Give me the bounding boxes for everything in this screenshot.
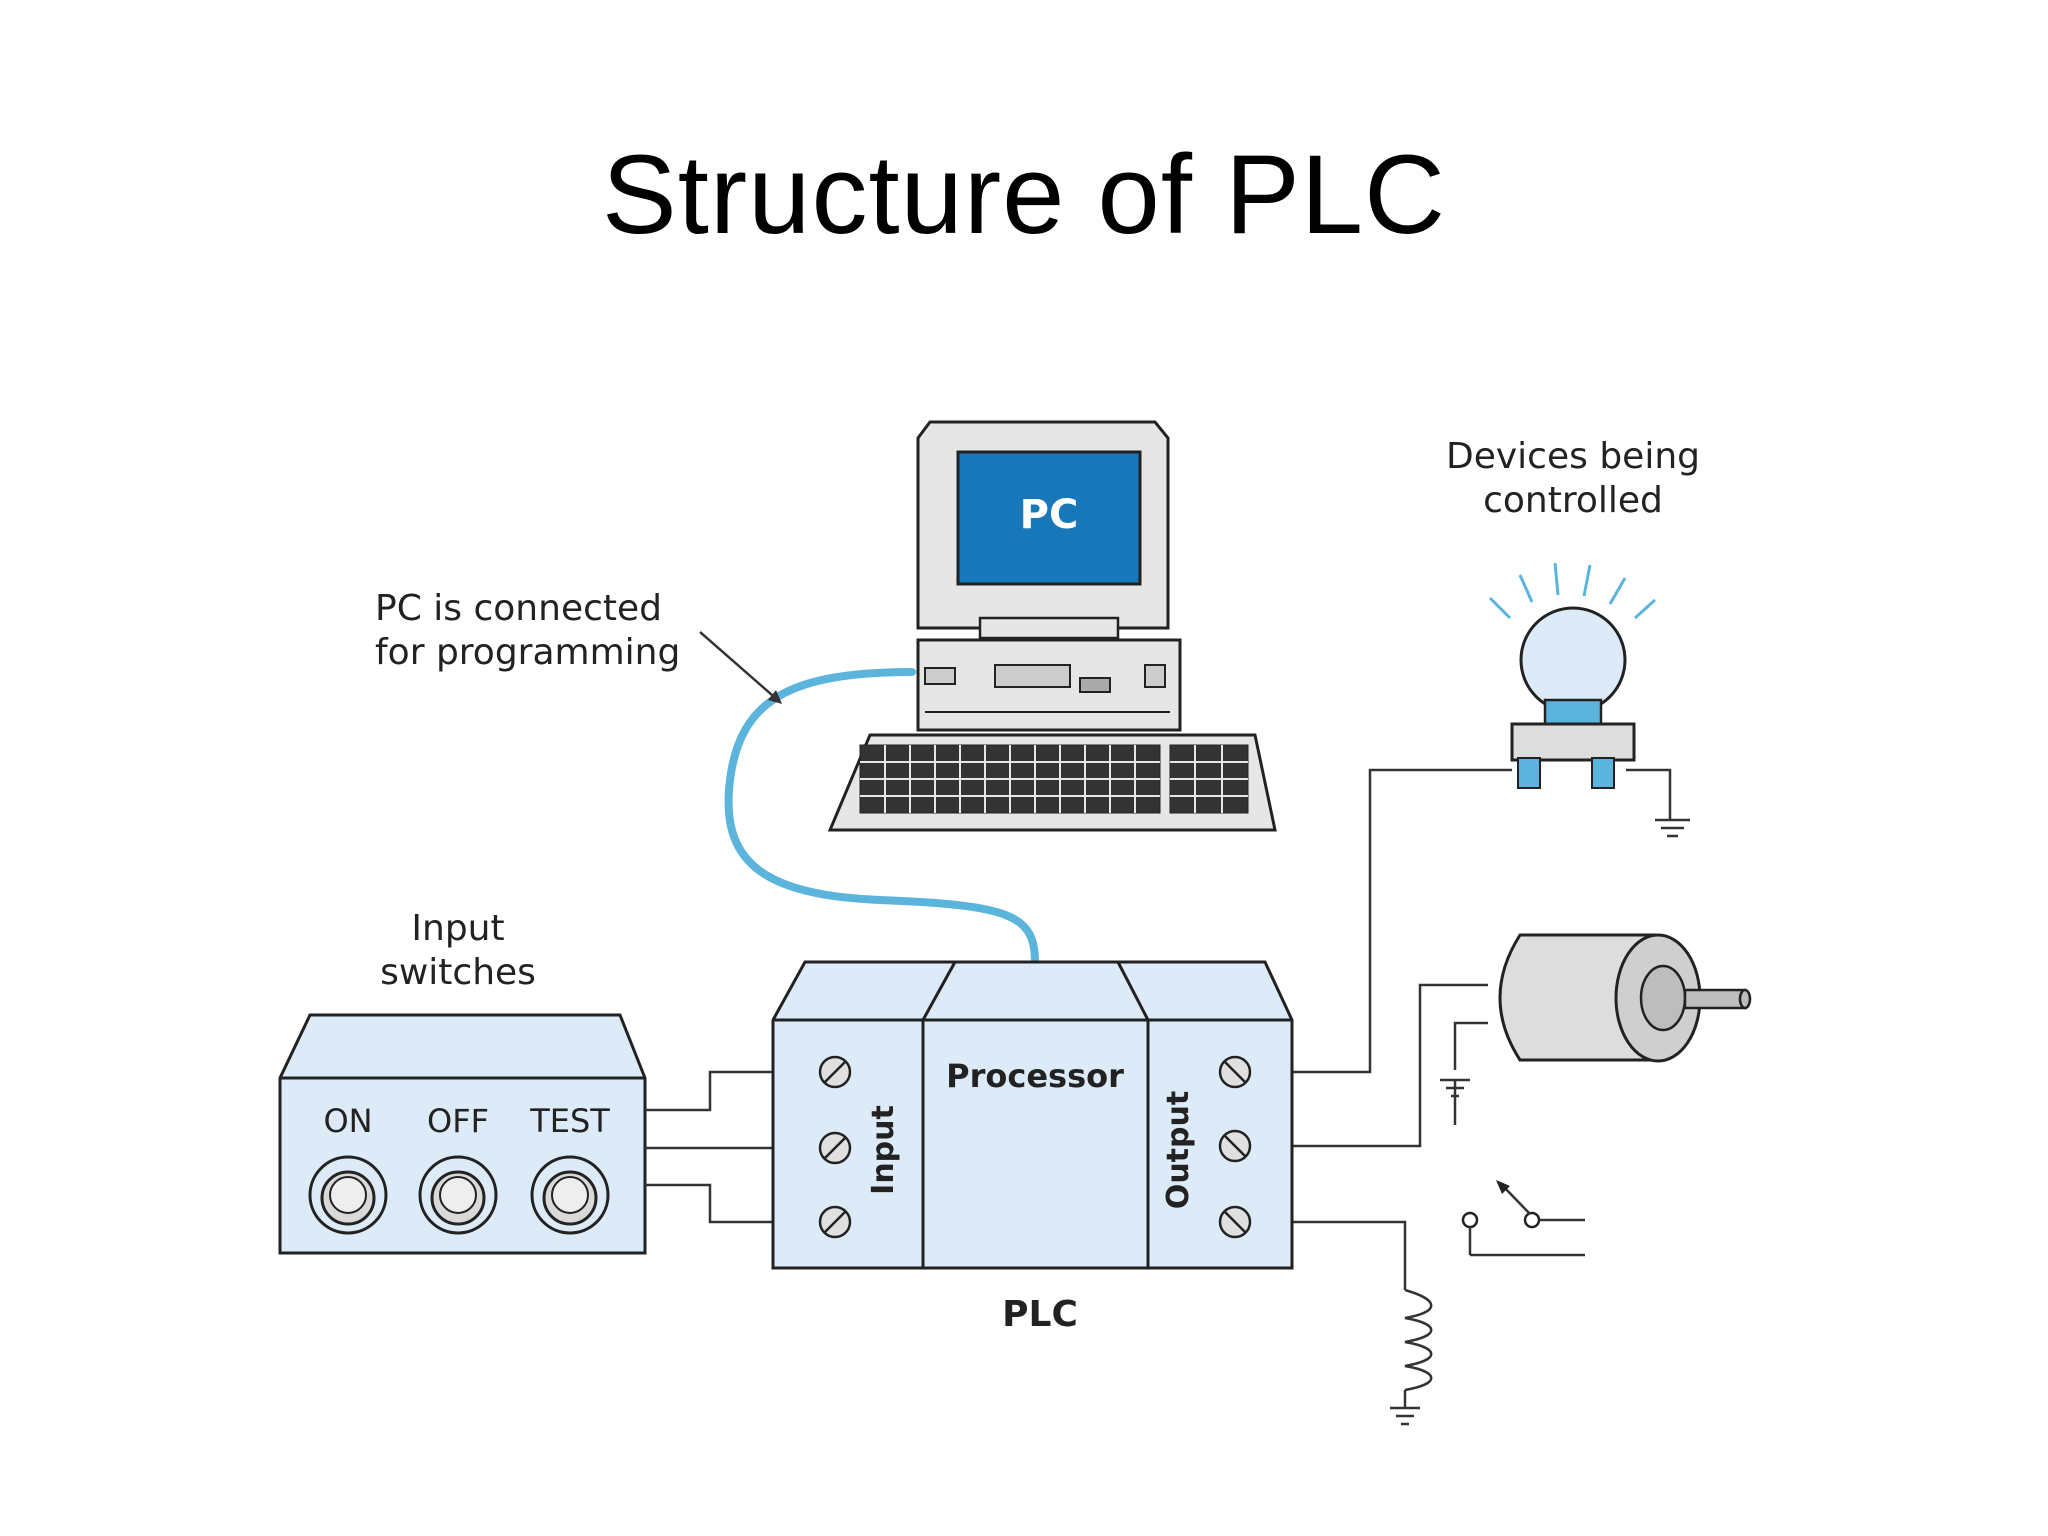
slide-title: Structure of PLC [602,132,1446,257]
switch-test-button[interactable] [530,1155,610,1235]
switch-on-label: ON [323,1102,372,1140]
switch-on-button[interactable] [308,1155,388,1235]
keyboard [827,733,1277,832]
input-module-label: Input [866,1105,901,1195]
programming-cable [724,668,1039,966]
pc-screen [956,450,1142,586]
pc-monitor: PC [916,420,1182,732]
light-bulb-icon [1488,562,1657,789]
pc-callout-arrow [699,631,781,703]
pc-connected-label-line2: for programming [375,632,680,673]
input-switches-label-line1: Input [411,908,504,949]
plc-label: PLC [1002,1294,1078,1335]
relay-switch-icon [1461,1180,1585,1257]
pc-connected-label-line1: PC is connected [375,588,662,629]
input-terminals [818,1055,852,1239]
switch-off-label: OFF [427,1102,489,1140]
output-terminals [1218,1055,1252,1239]
pc-screen-label: PC [1020,492,1079,538]
processor-label: Processor [946,1057,1124,1095]
input-switches-label-line2: switches [380,952,536,993]
devices-label-line2: controlled [1483,480,1663,521]
output-wiring [1256,768,1672,1408]
output-module-label: Output [1161,1091,1196,1209]
ground-symbols [1390,818,1690,1426]
devices-label-line1: Devices being [1446,436,1700,477]
switch-test-label: TEST [529,1102,610,1140]
switch-off-button[interactable] [418,1155,498,1235]
plc-unit [771,960,1294,1270]
motor-icon [1498,933,1752,1063]
